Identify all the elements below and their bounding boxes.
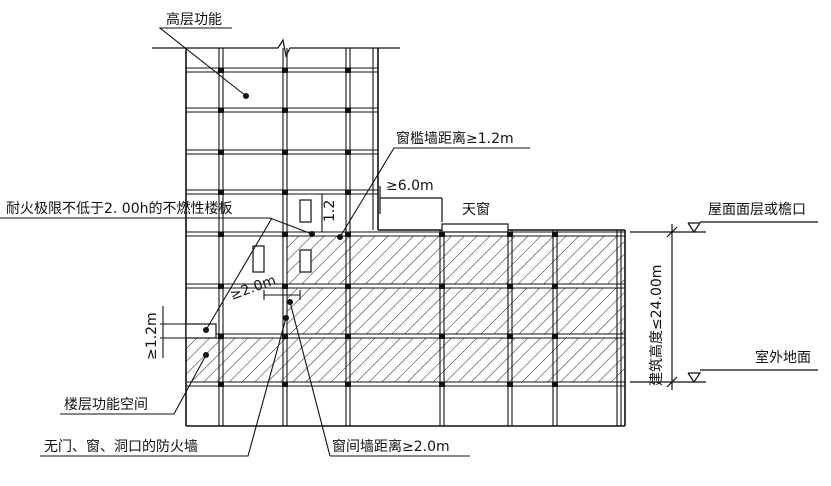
label-building-height: 建筑高度≤24.00m (648, 265, 665, 386)
dimension-2m (263, 290, 301, 300)
label-outdoor-ground: 室外地面 (755, 349, 811, 366)
label-skylight: 天窗 (462, 201, 490, 218)
label-floor-function-space: 楼层功能空间 (64, 397, 148, 413)
leader-dots (203, 93, 343, 358)
label-roof-level: 屋面面层或檐口 (708, 202, 806, 218)
leader-lines (0, 27, 530, 457)
label-high-rise-function: 高层功能 (166, 11, 222, 28)
label-fire-floor-slab: 耐火极限不低于2. 00h的不燃性楼板 (6, 200, 233, 217)
window-openings (185, 199, 312, 339)
hatched-floor-areas (186, 236, 625, 382)
label-dist-2m: ≥2.0m (228, 272, 278, 303)
floor-slabs (186, 67, 625, 387)
label-wall-1-2m: ≥1.2m (144, 312, 160, 360)
label-window-wall-distance: 窗间墙距离≥2.0m (332, 438, 450, 455)
dimension-6m (379, 186, 443, 222)
label-sill-wall-distance: 窗槛墙距离≥1.2m (396, 130, 514, 147)
label-vertical-1-2: 1.2 (322, 200, 338, 222)
label-fire-wall-no-openings: 无门、窗、洞口的防火墙 (44, 438, 198, 455)
dimension-1-2m-left (160, 306, 186, 358)
dimension-vertical-1-2 (317, 193, 327, 232)
building-height-dimension (630, 221, 818, 390)
column-nodes (218, 68, 558, 387)
skylight (441, 223, 509, 233)
label-distance-6m: ≥6.0m (386, 178, 434, 194)
